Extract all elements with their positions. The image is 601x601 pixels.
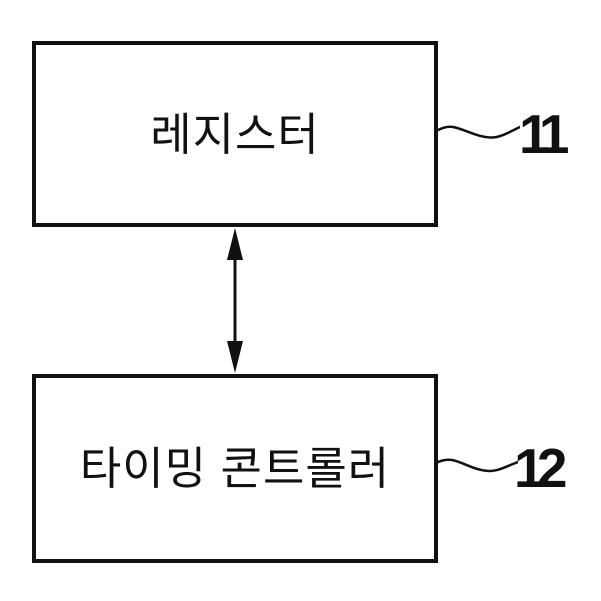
block-timing-controller: 타이밍 콘트롤러 bbox=[32, 374, 438, 563]
block-timing-controller-label: 타이밍 콘트롤러 bbox=[79, 443, 391, 494]
wavy-lead-icon-11 bbox=[436, 125, 520, 139]
wavy-lead-icon-12 bbox=[434, 458, 518, 473]
block-register-label: 레지스터 bbox=[150, 108, 320, 160]
reference-label-11: 11 bbox=[519, 103, 569, 165]
block-register: 레지스터 bbox=[32, 41, 438, 227]
reference-label-12: 12 bbox=[514, 437, 567, 499]
bidirectional-arrow-icon bbox=[227, 228, 243, 373]
